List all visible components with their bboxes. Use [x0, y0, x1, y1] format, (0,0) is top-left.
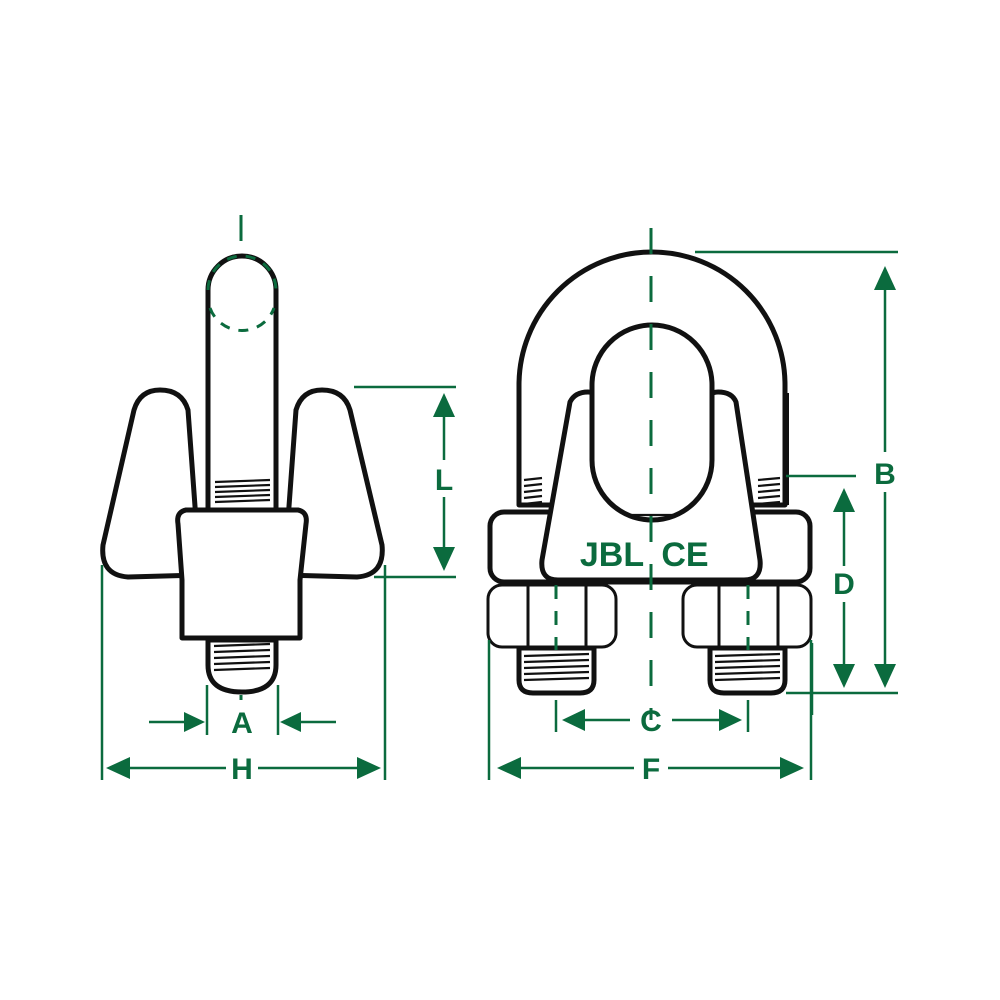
dimension-d: D [786, 474, 856, 715]
front-view: JBL CE [486, 228, 898, 786]
dimension-l: L [354, 385, 456, 579]
dimension-label-d: D [833, 568, 855, 601]
right-bolt-end [707, 645, 788, 696]
dimension-label-h: H [231, 753, 253, 786]
ce-marking: CE [661, 536, 708, 574]
dimension-c: C [554, 700, 750, 738]
dimension-label-l: L [435, 464, 453, 497]
dimension-h: H [100, 565, 387, 786]
left-nut [486, 583, 618, 649]
side-view: A H L [100, 215, 456, 786]
u-bolt-thread-left [523, 476, 543, 506]
right-wing [281, 387, 385, 580]
dimension-label-c: C [640, 705, 662, 738]
upper-thread [214, 478, 271, 504]
lower-thread [213, 642, 271, 672]
brand-marking: JBL [580, 536, 644, 574]
left-bolt-end [516, 645, 597, 696]
dimension-a: A [149, 685, 336, 740]
dimension-label-f: F [642, 753, 660, 786]
left-wing [100, 387, 203, 580]
rope-hidden-bottom [208, 307, 276, 333]
saddle-block [175, 507, 309, 641]
dimension-f: F [487, 640, 813, 786]
bolt-end [205, 637, 279, 695]
bolt-shank [205, 253, 279, 518]
u-bolt-thread-right [757, 476, 781, 506]
dimension-b: B [695, 250, 898, 695]
dimension-label-a: A [231, 707, 253, 740]
dimension-label-b: B [874, 458, 896, 491]
